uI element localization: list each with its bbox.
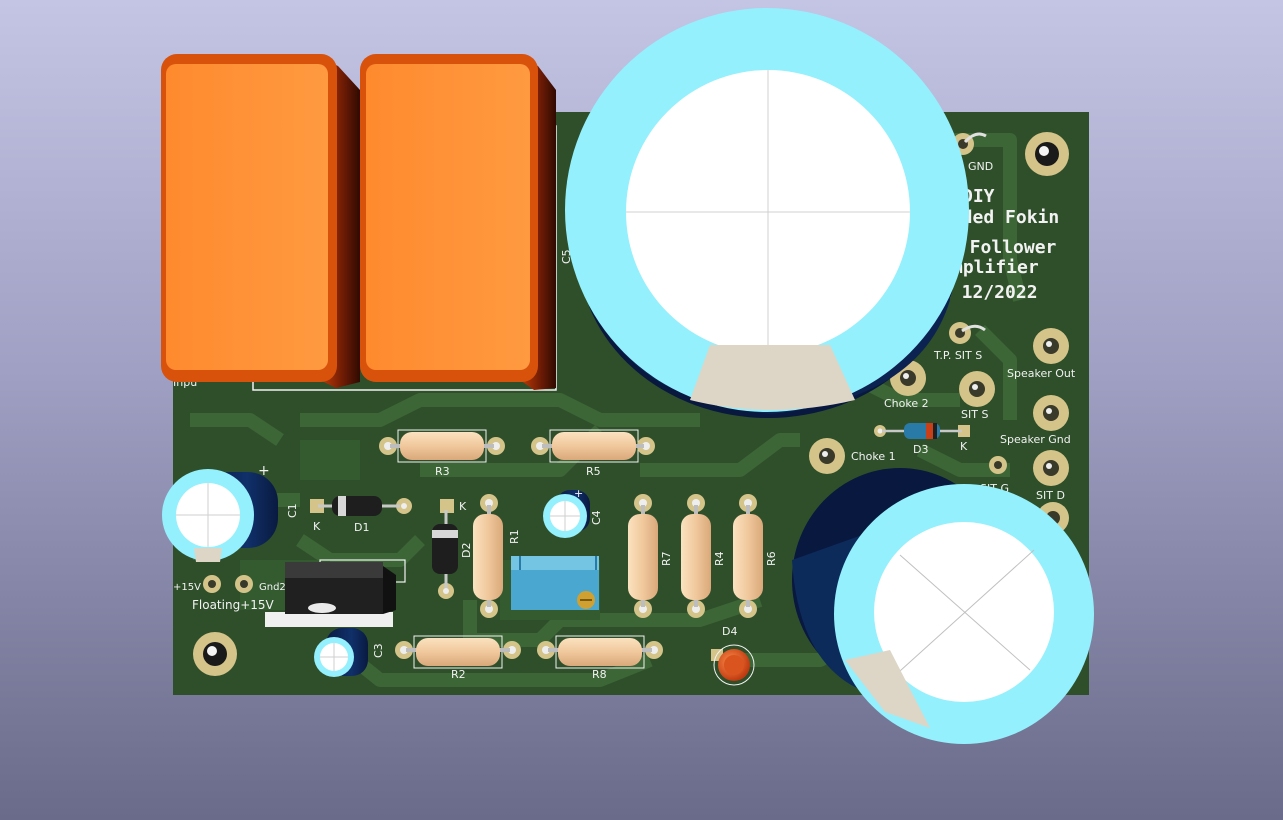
label-choke1: Choke 1	[851, 450, 896, 463]
mounting-hole-bottom-left	[193, 632, 237, 676]
pad-sit-d	[1033, 450, 1069, 486]
refdes-c1: C1	[286, 503, 299, 518]
title-line-1: DIY	[962, 186, 995, 207]
resistor-r8	[537, 635, 663, 669]
refdes-d3: D3	[913, 443, 928, 456]
refdes-r8: R8	[592, 668, 607, 681]
resistor-r1	[473, 494, 503, 618]
pad-gnd2	[235, 575, 253, 593]
refdes-d1: D1	[354, 521, 369, 534]
pad-sit-s	[959, 371, 995, 407]
resistor-r3	[379, 429, 505, 463]
label-choke2: Choke 2	[884, 397, 929, 410]
diode-d1	[310, 496, 412, 516]
refdes-r2: R2	[451, 668, 466, 681]
label-k-d3: K	[960, 440, 968, 453]
capacitor-c4: +	[543, 487, 590, 538]
title-line-3: n Follower	[948, 237, 1057, 258]
led-d4	[711, 644, 755, 686]
pad-plus15v	[203, 575, 221, 593]
label-floating: Floating+15V	[192, 598, 275, 612]
refdes-r4: R4	[713, 551, 726, 566]
capacitor-c3	[314, 628, 368, 677]
diode-d2	[432, 499, 458, 599]
terminal-pads	[203, 132, 1069, 593]
label-speaker-out: Speaker Out	[1007, 367, 1076, 380]
label-sit-d: SIT D	[1036, 489, 1065, 502]
resistor-r4	[681, 494, 711, 618]
svg-text:+: +	[574, 487, 583, 500]
label-gnd: GND	[968, 160, 993, 173]
label-k-d1: K	[313, 520, 321, 533]
label-gnd2: Gnd2	[259, 582, 286, 593]
label-sit-s: SIT S	[961, 408, 988, 421]
refdes-c3: C3	[372, 643, 385, 658]
refdes-r3: R3	[435, 465, 450, 478]
resistor-r5	[531, 429, 655, 463]
title-line-2: oaded Fokin	[940, 207, 1059, 228]
film-capacitor-left	[161, 54, 360, 388]
title-line-5: M 12/2022	[940, 282, 1038, 303]
voltage-regulator	[265, 559, 406, 627]
silkscreen-title-block: DIY oaded Fokin n Follower mplifier M 12…	[940, 186, 1059, 303]
refdes-r7: R7	[660, 551, 673, 566]
refdes-d4: D4	[722, 625, 737, 638]
pad-sit-g	[989, 456, 1007, 474]
film-capacitor-right	[360, 54, 556, 390]
refdes-c4: C4	[590, 510, 603, 525]
electrolytic-cap-large-top	[565, 8, 969, 418]
refdes-r6: R6	[765, 551, 778, 566]
diode-d3	[874, 423, 970, 439]
label-k-d2: K	[459, 500, 467, 513]
capacitor-c1: +	[162, 463, 278, 562]
mounting-hole-top-right	[1025, 132, 1069, 176]
label-speaker-gnd: Speaker Gnd	[1000, 433, 1071, 446]
refdes-r5: R5	[586, 465, 601, 478]
trimmer-potentiometer	[511, 556, 599, 610]
label-plus15v: +15V	[173, 582, 201, 593]
pad-speaker-gnd	[1033, 395, 1069, 431]
label-tp-sit-s: T.P. SIT S	[933, 349, 982, 362]
pad-tp-sit-s	[949, 322, 986, 344]
electrolytic-cap-large-bottom	[792, 468, 1094, 744]
refdes-d2: D2	[460, 543, 473, 558]
pad-speaker-out	[1033, 328, 1069, 364]
svg-text:+: +	[258, 463, 270, 479]
pad-choke1	[809, 438, 845, 474]
title-line-4: mplifier	[952, 257, 1039, 278]
copper-traces	[190, 133, 1027, 687]
resistor-r6	[733, 494, 763, 618]
refdes-r1: R1	[508, 529, 521, 544]
resistor-r7	[628, 494, 658, 618]
resistor-r2	[395, 635, 521, 669]
